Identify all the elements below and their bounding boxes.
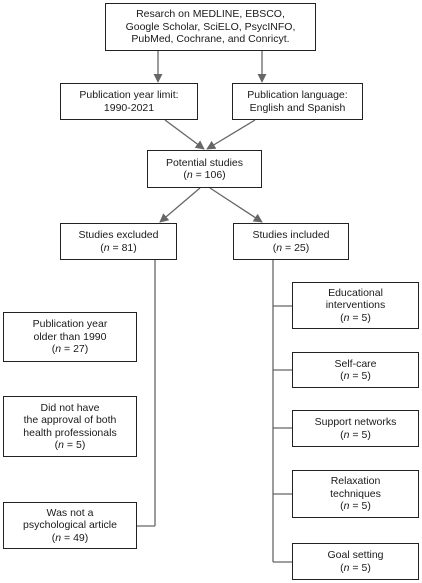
arrow-potential-to-excluded: [159, 187, 201, 223]
potential-title: Potential studies: [165, 156, 244, 169]
support-networks-box: Support networks (n = 5): [292, 410, 419, 447]
relaxation-techniques-box: Relaxation techniques (n = 5): [292, 470, 419, 518]
older-than-1990-box: Publication year older than 1990 (n = 27…: [3, 312, 137, 362]
potential-n: 106: [204, 169, 223, 181]
potential-count: (n = 106): [183, 169, 226, 181]
research-sources-box: Resarch on MEDLINE, EBSCO, Google Schola…: [105, 3, 316, 51]
year-limit-box: Publication year limit: 1990-2021: [60, 83, 198, 120]
included-title: Studies included: [252, 229, 330, 241]
support-n: 5: [361, 428, 368, 441]
goal-setting-box: Goal setting (n = 5): [292, 543, 419, 580]
selfcare-title: Self-care: [334, 357, 377, 370]
educational-interventions-box: Educational interventions (n = 5): [292, 282, 419, 329]
older-n: 27: [73, 343, 85, 356]
studies-excluded-box: Studies excluded (n = 81): [60, 223, 177, 260]
selfcare-count: (n = 5): [340, 370, 371, 382]
psych-count: (n = 49): [51, 531, 89, 544]
psych-n: 49: [73, 531, 85, 544]
arrow-year-to-potential: [164, 119, 205, 150]
approval-count: (n = 5): [54, 439, 86, 451]
excluded-n: 81: [121, 241, 134, 254]
language-box: Publication language: English and Spanis…: [232, 83, 363, 120]
year-limit-line-2: 1990-2021: [103, 101, 155, 114]
research-line-3: PubMed, Cochrane, and Conricyt.: [131, 33, 290, 46]
self-care-box: Self-care (n = 5): [292, 352, 419, 388]
selfcare-n: 5: [361, 370, 368, 382]
support-title: Support networks: [314, 416, 397, 428]
educational-count: (n = 5): [340, 311, 371, 324]
not-psychological-box: Was not a psychological article (n = 49): [3, 502, 137, 549]
goal-title: Goal setting: [327, 549, 384, 561]
potential-studies-box: Potential studies (n = 106): [147, 150, 262, 188]
older-line-2: older than 1990: [33, 330, 107, 343]
relaxation-line-1: Relaxation: [330, 475, 381, 488]
excluded-count: (n = 81): [100, 241, 137, 254]
approval-line-1: Did not have: [40, 401, 100, 414]
arrow-potential-to-included: [209, 187, 263, 223]
approval-line-3: health professionals: [23, 426, 117, 439]
educational-line-2: interventions: [325, 299, 386, 312]
goal-count: (n = 5): [340, 561, 371, 574]
approval-line-2: the approval of both: [23, 414, 117, 426]
relaxation-line-2: techniques: [330, 487, 381, 500]
included-n: 25: [294, 241, 306, 254]
arrow-language-to-potential: [206, 119, 256, 150]
approval-n: 5: [75, 439, 82, 451]
research-line-2: Google Scholar, SciELO, PsycINFO,: [125, 20, 296, 33]
language-line-2: English and Spanish: [249, 101, 346, 114]
studies-included-box: Studies included (n = 25): [233, 223, 349, 260]
no-approval-box: Did not have the approval of both health…: [3, 396, 137, 457]
support-count: (n = 5): [340, 428, 371, 441]
relaxation-n: 5: [361, 500, 368, 513]
older-count: (n = 27): [51, 343, 89, 356]
language-line-1: Publication language:: [247, 89, 348, 101]
psych-line-1: Was not a: [46, 506, 94, 519]
older-line-1: Publication year: [32, 318, 108, 331]
goal-n: 5: [361, 561, 368, 574]
psych-line-2: psychological article: [23, 519, 117, 532]
educational-n: 5: [361, 311, 368, 324]
excluded-title: Studies excluded: [78, 229, 159, 241]
educational-line-1: Educational: [328, 286, 383, 299]
year-limit-line-1: Publication year limit:: [79, 89, 179, 101]
relaxation-count: (n = 5): [340, 500, 371, 513]
research-line-1: Resarch on MEDLINE, EBSCO,: [136, 8, 285, 21]
included-count: (n = 25): [272, 241, 310, 254]
